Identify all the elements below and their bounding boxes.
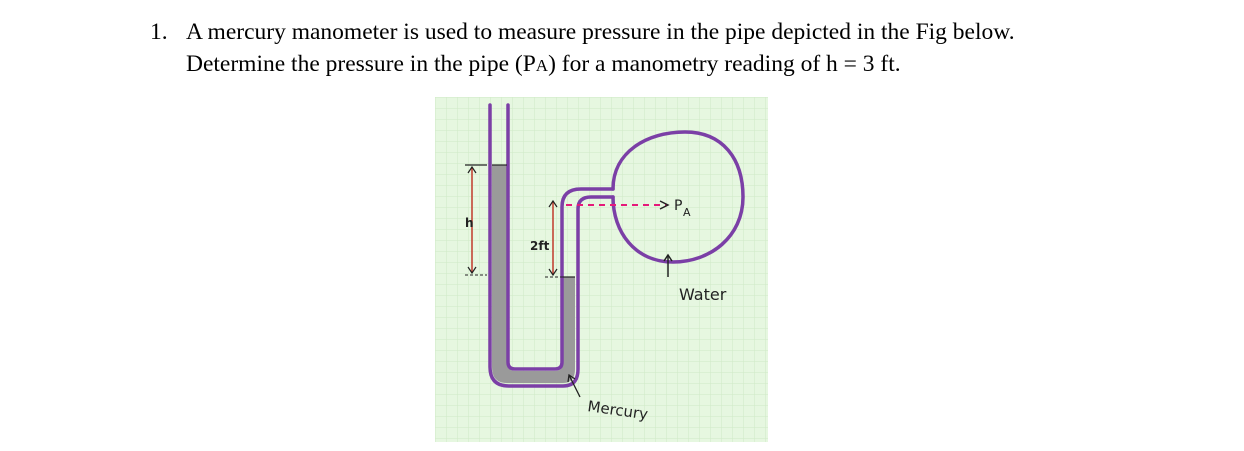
u-tube-inner-wall bbox=[506, 103, 615, 371]
manometer-drawing: h 2ft P A Water Mercury bbox=[435, 97, 768, 442]
mercury-pointer bbox=[568, 374, 581, 398]
two-ft-label: 2ft bbox=[530, 239, 550, 253]
mercury-pointer-arrowhead bbox=[567, 373, 576, 383]
problem-line-2-subscript: A bbox=[535, 56, 549, 75]
problem-line-1: A mercury manometer is used to measure p… bbox=[186, 19, 1015, 45]
problem-line-2: Determine the pressure in the pipe (PA) … bbox=[186, 48, 901, 82]
centerline-arrowhead bbox=[659, 200, 670, 210]
h-label: h bbox=[465, 216, 474, 230]
pa-label-p: P bbox=[674, 198, 682, 214]
water-pointer-arrowhead bbox=[663, 253, 673, 262]
pa-label-subscript: A bbox=[683, 206, 691, 219]
manometer-figure: h 2ft P A Water Mercury bbox=[435, 97, 768, 442]
problem-line-2-start: Determine the pressure in the pipe (P bbox=[186, 51, 536, 77]
h-dimension bbox=[465, 164, 487, 276]
two-ft-dimension bbox=[545, 199, 563, 278]
u-tube-outer-wall bbox=[488, 103, 615, 388]
mercury-fill bbox=[492, 165, 575, 383]
problem-line-2-end: ) for a manometry reading of h = 3 ft. bbox=[548, 51, 901, 77]
pipe-circle bbox=[611, 130, 745, 264]
problem-number: 1. bbox=[150, 19, 168, 45]
graph-paper-background bbox=[435, 97, 768, 442]
water-label: Water bbox=[679, 285, 727, 304]
